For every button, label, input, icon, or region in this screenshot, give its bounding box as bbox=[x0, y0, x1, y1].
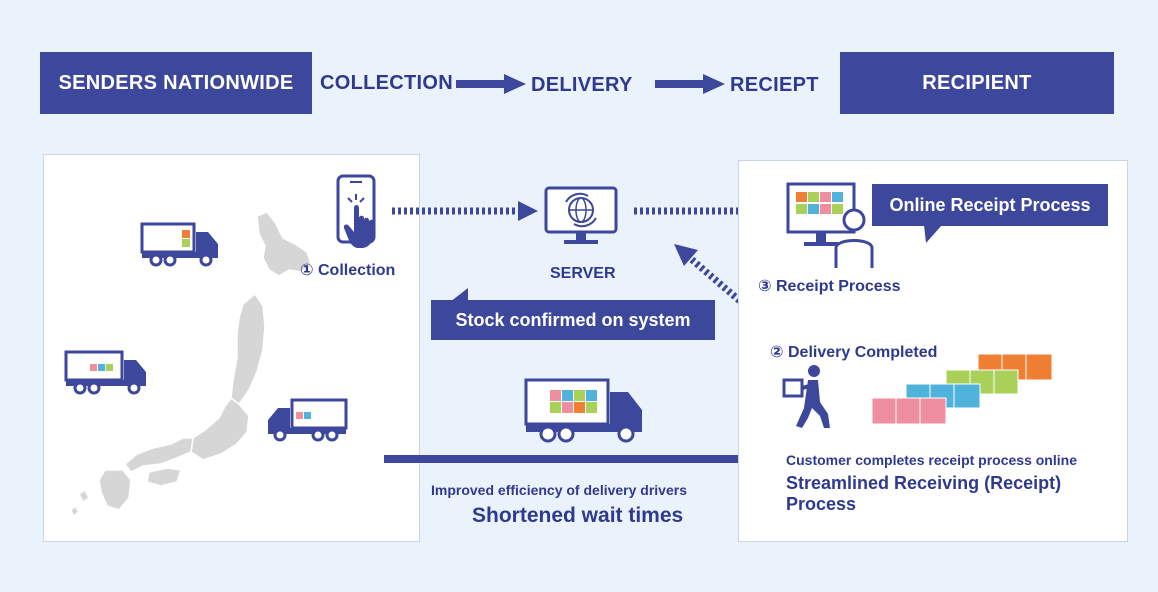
long-arrow-to-recipient bbox=[384, 448, 780, 470]
delivery-step-label: DELIVERY bbox=[531, 74, 633, 96]
receipt-process-label: ③ Receipt Process bbox=[758, 278, 901, 295]
server-monitor-icon bbox=[544, 186, 618, 244]
senders-nationwide-label: SENDERS NATIONWIDE bbox=[58, 71, 294, 94]
efficiency-label: Improved efficiency of delivery drivers bbox=[431, 482, 687, 498]
stock-confirmed-callout: Stock confirmed on system bbox=[431, 300, 715, 340]
shortened-wait-label: Shortened wait times bbox=[472, 504, 684, 527]
smartphone-tap-icon bbox=[336, 174, 376, 248]
truck-icon-middle bbox=[64, 350, 146, 395]
receipt-step-label: RECIEPT bbox=[730, 74, 819, 96]
online-receipt-pointer bbox=[924, 225, 942, 243]
computer-user-icon bbox=[786, 182, 874, 268]
online-receipt-callout: Online Receipt Process bbox=[872, 184, 1108, 226]
streamlined-line1-label: Streamlined Receiving (Receipt) bbox=[786, 473, 1062, 493]
stacked-boxes-icon bbox=[871, 353, 1053, 425]
dotted-arrow-phone-to-server bbox=[392, 201, 538, 221]
truck-icon-bottom bbox=[268, 398, 348, 442]
streamlined-line2-label: Process bbox=[786, 494, 857, 514]
truck-icon-top bbox=[140, 222, 218, 267]
delivery-truck-icon bbox=[524, 378, 642, 443]
delivery-completed-label: ② Delivery Completed bbox=[770, 344, 938, 361]
recipient-label: RECIPIENT bbox=[922, 71, 1032, 94]
collection-label: ① Collection bbox=[300, 262, 396, 279]
arrow-delivery-to-receipt bbox=[655, 74, 725, 94]
senders-nationwide-box: SENDERS NATIONWIDE bbox=[40, 52, 312, 114]
stock-confirmed-text: Stock confirmed on system bbox=[455, 309, 691, 330]
stock-callout-pointer bbox=[450, 288, 468, 302]
recipient-box: RECIPIENT bbox=[840, 52, 1114, 114]
online-receipt-text: Online Receipt Process bbox=[889, 194, 1091, 215]
delivery-person-icon bbox=[782, 365, 830, 428]
japan-map-icon bbox=[70, 211, 312, 517]
arrow-collection-to-delivery bbox=[456, 74, 526, 94]
server-label: SERVER bbox=[550, 265, 616, 282]
customer-completes-label: Customer completes receipt process onlin… bbox=[786, 452, 1077, 468]
collection-step-label: COLLECTION bbox=[320, 72, 453, 94]
